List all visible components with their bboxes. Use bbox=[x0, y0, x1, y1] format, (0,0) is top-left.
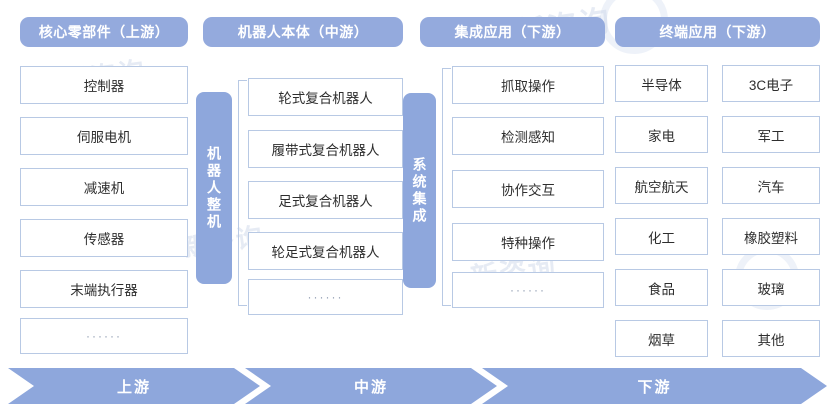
item-card[interactable]: 其他 bbox=[722, 320, 820, 357]
item-card[interactable]: 末端执行器 bbox=[20, 270, 188, 308]
bracket-connector-integrated-application bbox=[442, 68, 451, 306]
item-card[interactable]: 橡胶塑料 bbox=[722, 218, 820, 255]
item-card[interactable]: 伺服电机 bbox=[20, 117, 188, 155]
item-card-ellipsis[interactable]: ······ bbox=[452, 272, 604, 308]
column-header-robot-body[interactable]: 机器人本体（中游） bbox=[203, 17, 403, 47]
item-card[interactable]: 轮式复合机器人 bbox=[248, 78, 403, 116]
column-header-core-components[interactable]: 核心零部件（上游） bbox=[20, 17, 188, 47]
item-card[interactable]: 半导体 bbox=[615, 65, 708, 102]
vertical-label-system-integration[interactable]: 系统集成 bbox=[403, 93, 436, 288]
flow-arrow-upstream[interactable]: 上游 bbox=[8, 368, 260, 404]
item-card[interactable]: 轮足式复合机器人 bbox=[248, 232, 403, 270]
item-card[interactable]: 控制器 bbox=[20, 66, 188, 104]
column-header-integrated-application[interactable]: 集成应用（下游） bbox=[420, 17, 605, 47]
column-header-terminal-application[interactable]: 终端应用（下游） bbox=[615, 17, 820, 47]
vertical-label-robot-whole-machine[interactable]: 机器人整机 bbox=[196, 92, 232, 284]
item-card[interactable]: 食品 bbox=[615, 269, 708, 306]
item-card[interactable]: 3C电子 bbox=[722, 65, 820, 102]
item-card[interactable]: 特种操作 bbox=[452, 223, 604, 261]
flow-arrow-downstream[interactable]: 下游 bbox=[482, 368, 827, 404]
item-card[interactable]: 化工 bbox=[615, 218, 708, 255]
item-card[interactable]: 检测感知 bbox=[452, 117, 604, 155]
item-card[interactable]: 减速机 bbox=[20, 168, 188, 206]
item-card[interactable]: 传感器 bbox=[20, 219, 188, 257]
item-card-ellipsis[interactable]: ······ bbox=[248, 279, 403, 315]
item-card[interactable]: 协作交互 bbox=[452, 170, 604, 208]
item-card[interactable]: 抓取操作 bbox=[452, 66, 604, 104]
item-card[interactable]: 玻璃 bbox=[722, 269, 820, 306]
vertical-label-text: 系统集成 bbox=[411, 156, 428, 225]
item-card[interactable]: 汽车 bbox=[722, 167, 820, 204]
bracket-connector-robot-body bbox=[238, 80, 247, 306]
item-card[interactable]: 履带式复合机器人 bbox=[248, 130, 403, 168]
flow-arrow-midstream[interactable]: 中游 bbox=[245, 368, 497, 404]
item-card[interactable]: 足式复合机器人 bbox=[248, 181, 403, 219]
item-card[interactable]: 航空航天 bbox=[615, 167, 708, 204]
item-card[interactable]: 烟草 bbox=[615, 320, 708, 357]
item-card[interactable]: 军工 bbox=[722, 116, 820, 153]
vertical-label-text: 机器人整机 bbox=[206, 145, 222, 231]
item-card[interactable]: 家电 bbox=[615, 116, 708, 153]
item-card-ellipsis[interactable]: ······ bbox=[20, 318, 188, 354]
